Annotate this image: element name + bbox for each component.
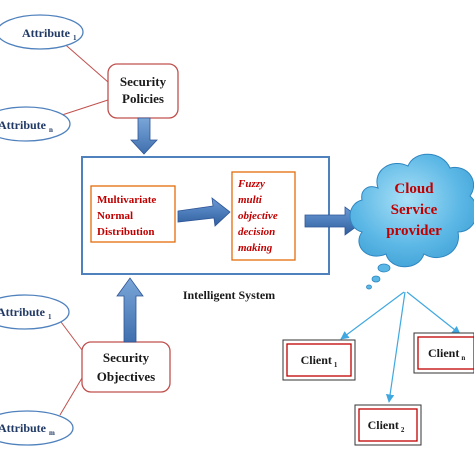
arrow-policies-to-system [130,117,158,155]
svg-text:Multivariate: Multivariate [97,194,156,206]
link-cloud-client1 [340,291,405,340]
svg-text:Security: Security [120,74,167,89]
intelligent-system-label: Intelligent System [183,288,275,302]
security-objectives-box: Security Objectives [81,341,171,393]
svg-text:Normal: Normal [97,210,133,222]
connector-attrn-policies [61,99,109,116]
cloud-service-provider: Cloud Service provider [349,153,474,290]
link-cloud-clientn [406,291,461,335]
svg-text:multi: multi [238,194,263,206]
connector-attr1b-objectives [57,317,83,351]
svg-text:Policies: Policies [122,91,164,106]
svg-text:making: making [238,242,273,254]
fuzzy-decision-box: Fuzzy multi objective decision making [231,171,296,261]
svg-text:Service: Service [391,202,438,218]
arrow-objectives-to-system [116,277,144,343]
svg-text:Fuzzy: Fuzzy [237,178,265,190]
multivariate-normal-box: Multivariate Normal Distribution [90,185,176,243]
svg-text:decision: decision [238,226,275,238]
connector-attrm-objectives [59,377,83,416]
svg-text:Objectives: Objectives [97,369,155,384]
security-policies-box: Security Policies [107,63,179,119]
svg-text:Cloud: Cloud [394,181,434,197]
svg-text:Distribution: Distribution [97,226,154,238]
svg-text:objective: objective [238,210,278,222]
link-cloud-client2 [385,291,406,403]
connector-attr1-policies [59,39,109,83]
svg-text:provider: provider [386,223,442,239]
svg-text:Security: Security [103,350,150,365]
arrow-mvn-to-fuzzy [177,197,231,227]
